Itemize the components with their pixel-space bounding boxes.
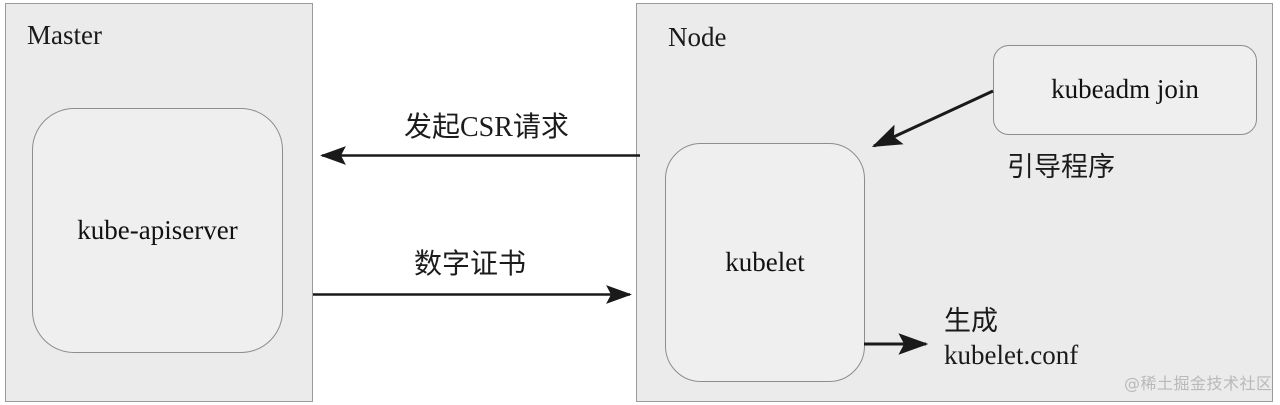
kube-apiserver-box: kube-apiserver xyxy=(32,108,283,353)
master-zone-title: Master xyxy=(27,20,102,50)
node-zone-title: Node xyxy=(668,22,727,52)
kubeadm-join-box: kubeadm join xyxy=(993,45,1257,135)
kubelet-box: kubelet xyxy=(665,143,865,382)
kube-apiserver-label: kube-apiserver xyxy=(77,214,238,245)
edge-label-csr-request: 发起CSR请求 xyxy=(404,112,569,143)
kubelet-label: kubelet xyxy=(725,246,805,277)
kubelet-conf-output-line2: kubelet.conf xyxy=(944,340,1079,370)
kubelet-conf-output-line1: 生成 xyxy=(944,306,998,336)
kubeadm-join-label: kubeadm join xyxy=(1051,74,1199,105)
watermark: @稀土掘金技术社区 xyxy=(1124,374,1273,393)
bootstrap-caption: 引导程序 xyxy=(1007,152,1115,182)
edge-label-digital-certificate: 数字证书 xyxy=(414,249,527,280)
